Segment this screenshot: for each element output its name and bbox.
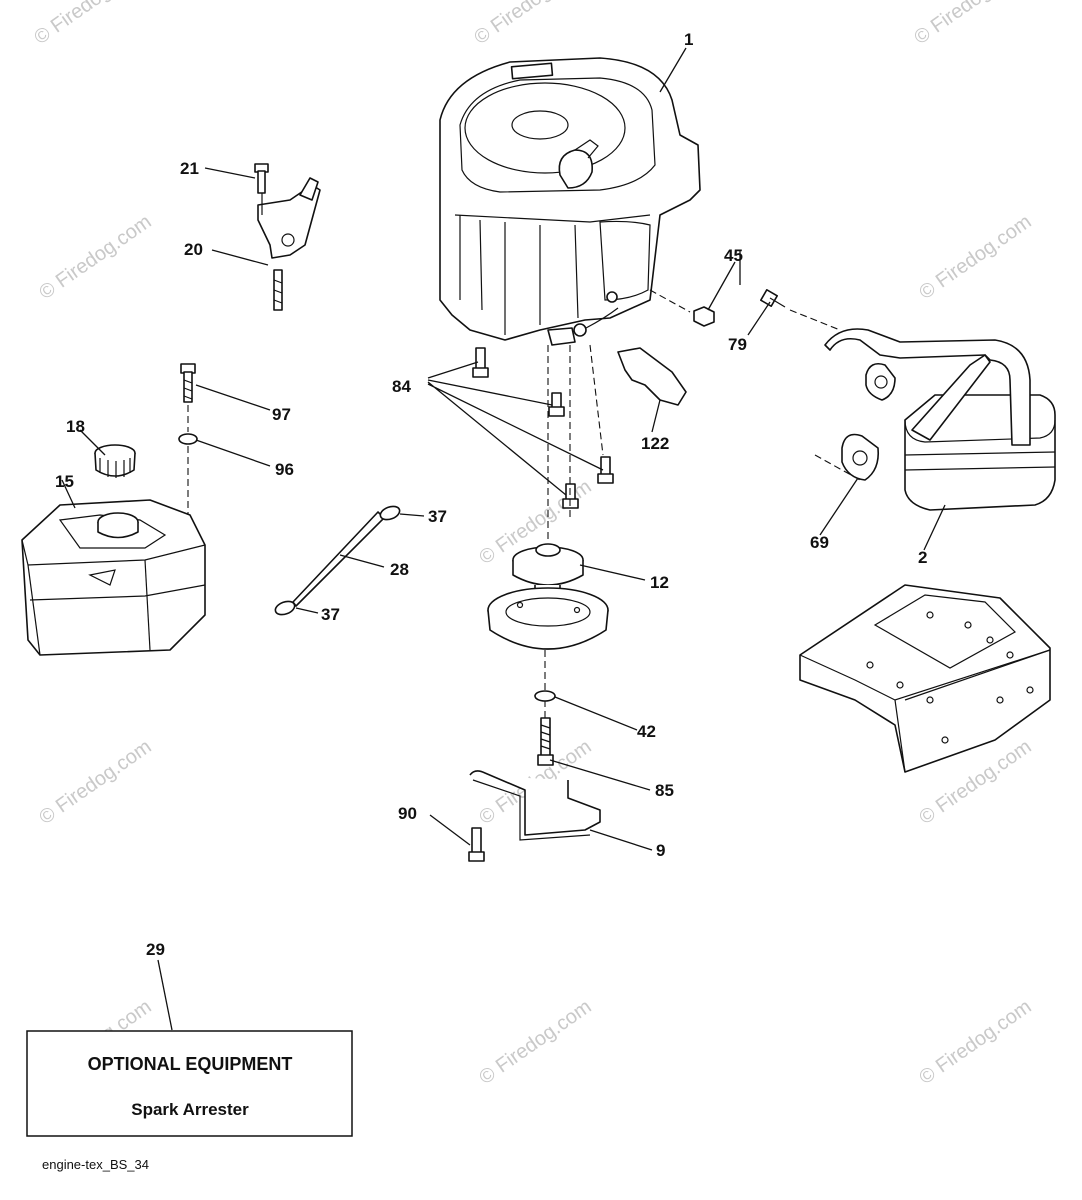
callout-84: 84 [392,377,411,396]
callout-9: 9 [656,841,665,860]
watermark: © Firedog.com [915,996,1035,1089]
optional-equipment-title: OPTIONAL EQUIPMENT [88,1054,293,1074]
callout-37-bottom: 37 [321,605,340,624]
callout-85: 85 [655,781,674,800]
muffler-mount-line [649,289,861,481]
callout-79: 79 [728,335,747,354]
throttle-control-part-20 [257,177,321,311]
engine-mount-plate [799,584,1051,773]
bolt-part-85 [537,717,554,766]
callout-1: 1 [684,30,693,49]
pulley-part-12 [487,543,609,650]
diagram-caption: engine-tex_BS_34 [42,1157,149,1172]
callout-28: 28 [390,560,409,579]
callout-18: 18 [66,417,85,436]
crankshaft-axis-line [547,344,604,540]
fuel-tank-part-15 [21,499,206,656]
bolts-part-84 [472,347,614,509]
screw-part-21 [254,163,269,215]
callout-37-top: 37 [428,507,447,526]
callout-97: 97 [272,405,291,424]
nut-part-45 [693,306,715,327]
callout-69: 69 [810,533,829,552]
washer-part-42 [534,690,556,702]
callout-90: 90 [398,804,417,823]
clamp-part-37-bottom [274,600,296,616]
watermark: © Firedog.com [35,736,155,829]
rod-part-9-outline [472,779,591,841]
callout-122: 122 [641,434,669,453]
watermark: © Firedog.com [915,211,1035,304]
callouts: 1 2 9 12 15 18 20 21 28 29 37 37 42 45 6… [55,30,927,959]
watermark: © Firedog.com [910,0,1030,49]
clamp-part-37-top [379,505,401,521]
optional-equipment-box: OPTIONAL EQUIPMENT Spark Arrester [26,1030,353,1137]
bracket-part-122 [617,347,687,406]
callout-42: 42 [637,722,656,741]
callout-21: 21 [180,159,199,178]
muffler-part-2 [824,328,1056,511]
callout-45: 45 [724,246,743,265]
callout-15: 15 [55,472,74,491]
washer-part-96 [178,433,198,445]
callout-2: 2 [918,548,927,567]
leader-lines [61,47,946,1031]
callout-96: 96 [275,460,294,479]
watermark: © Firedog.com [470,0,590,49]
fuel-cap-part-18 [94,444,136,478]
optional-equipment-item: Spark Arrester [131,1100,249,1119]
engine-part-1 [439,57,701,346]
watermark: © Firedog.com [35,211,155,304]
fuel-line-part-28 [292,511,385,607]
rod-part-9 [469,770,601,836]
gasket-part-69 [841,433,880,481]
watermark: © Firedog.com [475,996,595,1089]
bolt-part-90 [468,827,485,862]
bolt-part-79 [760,289,786,308]
bolt-part-97 [180,363,196,403]
callout-20: 20 [184,240,203,259]
callout-29: 29 [146,940,165,959]
callout-12: 12 [650,573,669,592]
watermark: © Firedog.com [30,0,150,49]
